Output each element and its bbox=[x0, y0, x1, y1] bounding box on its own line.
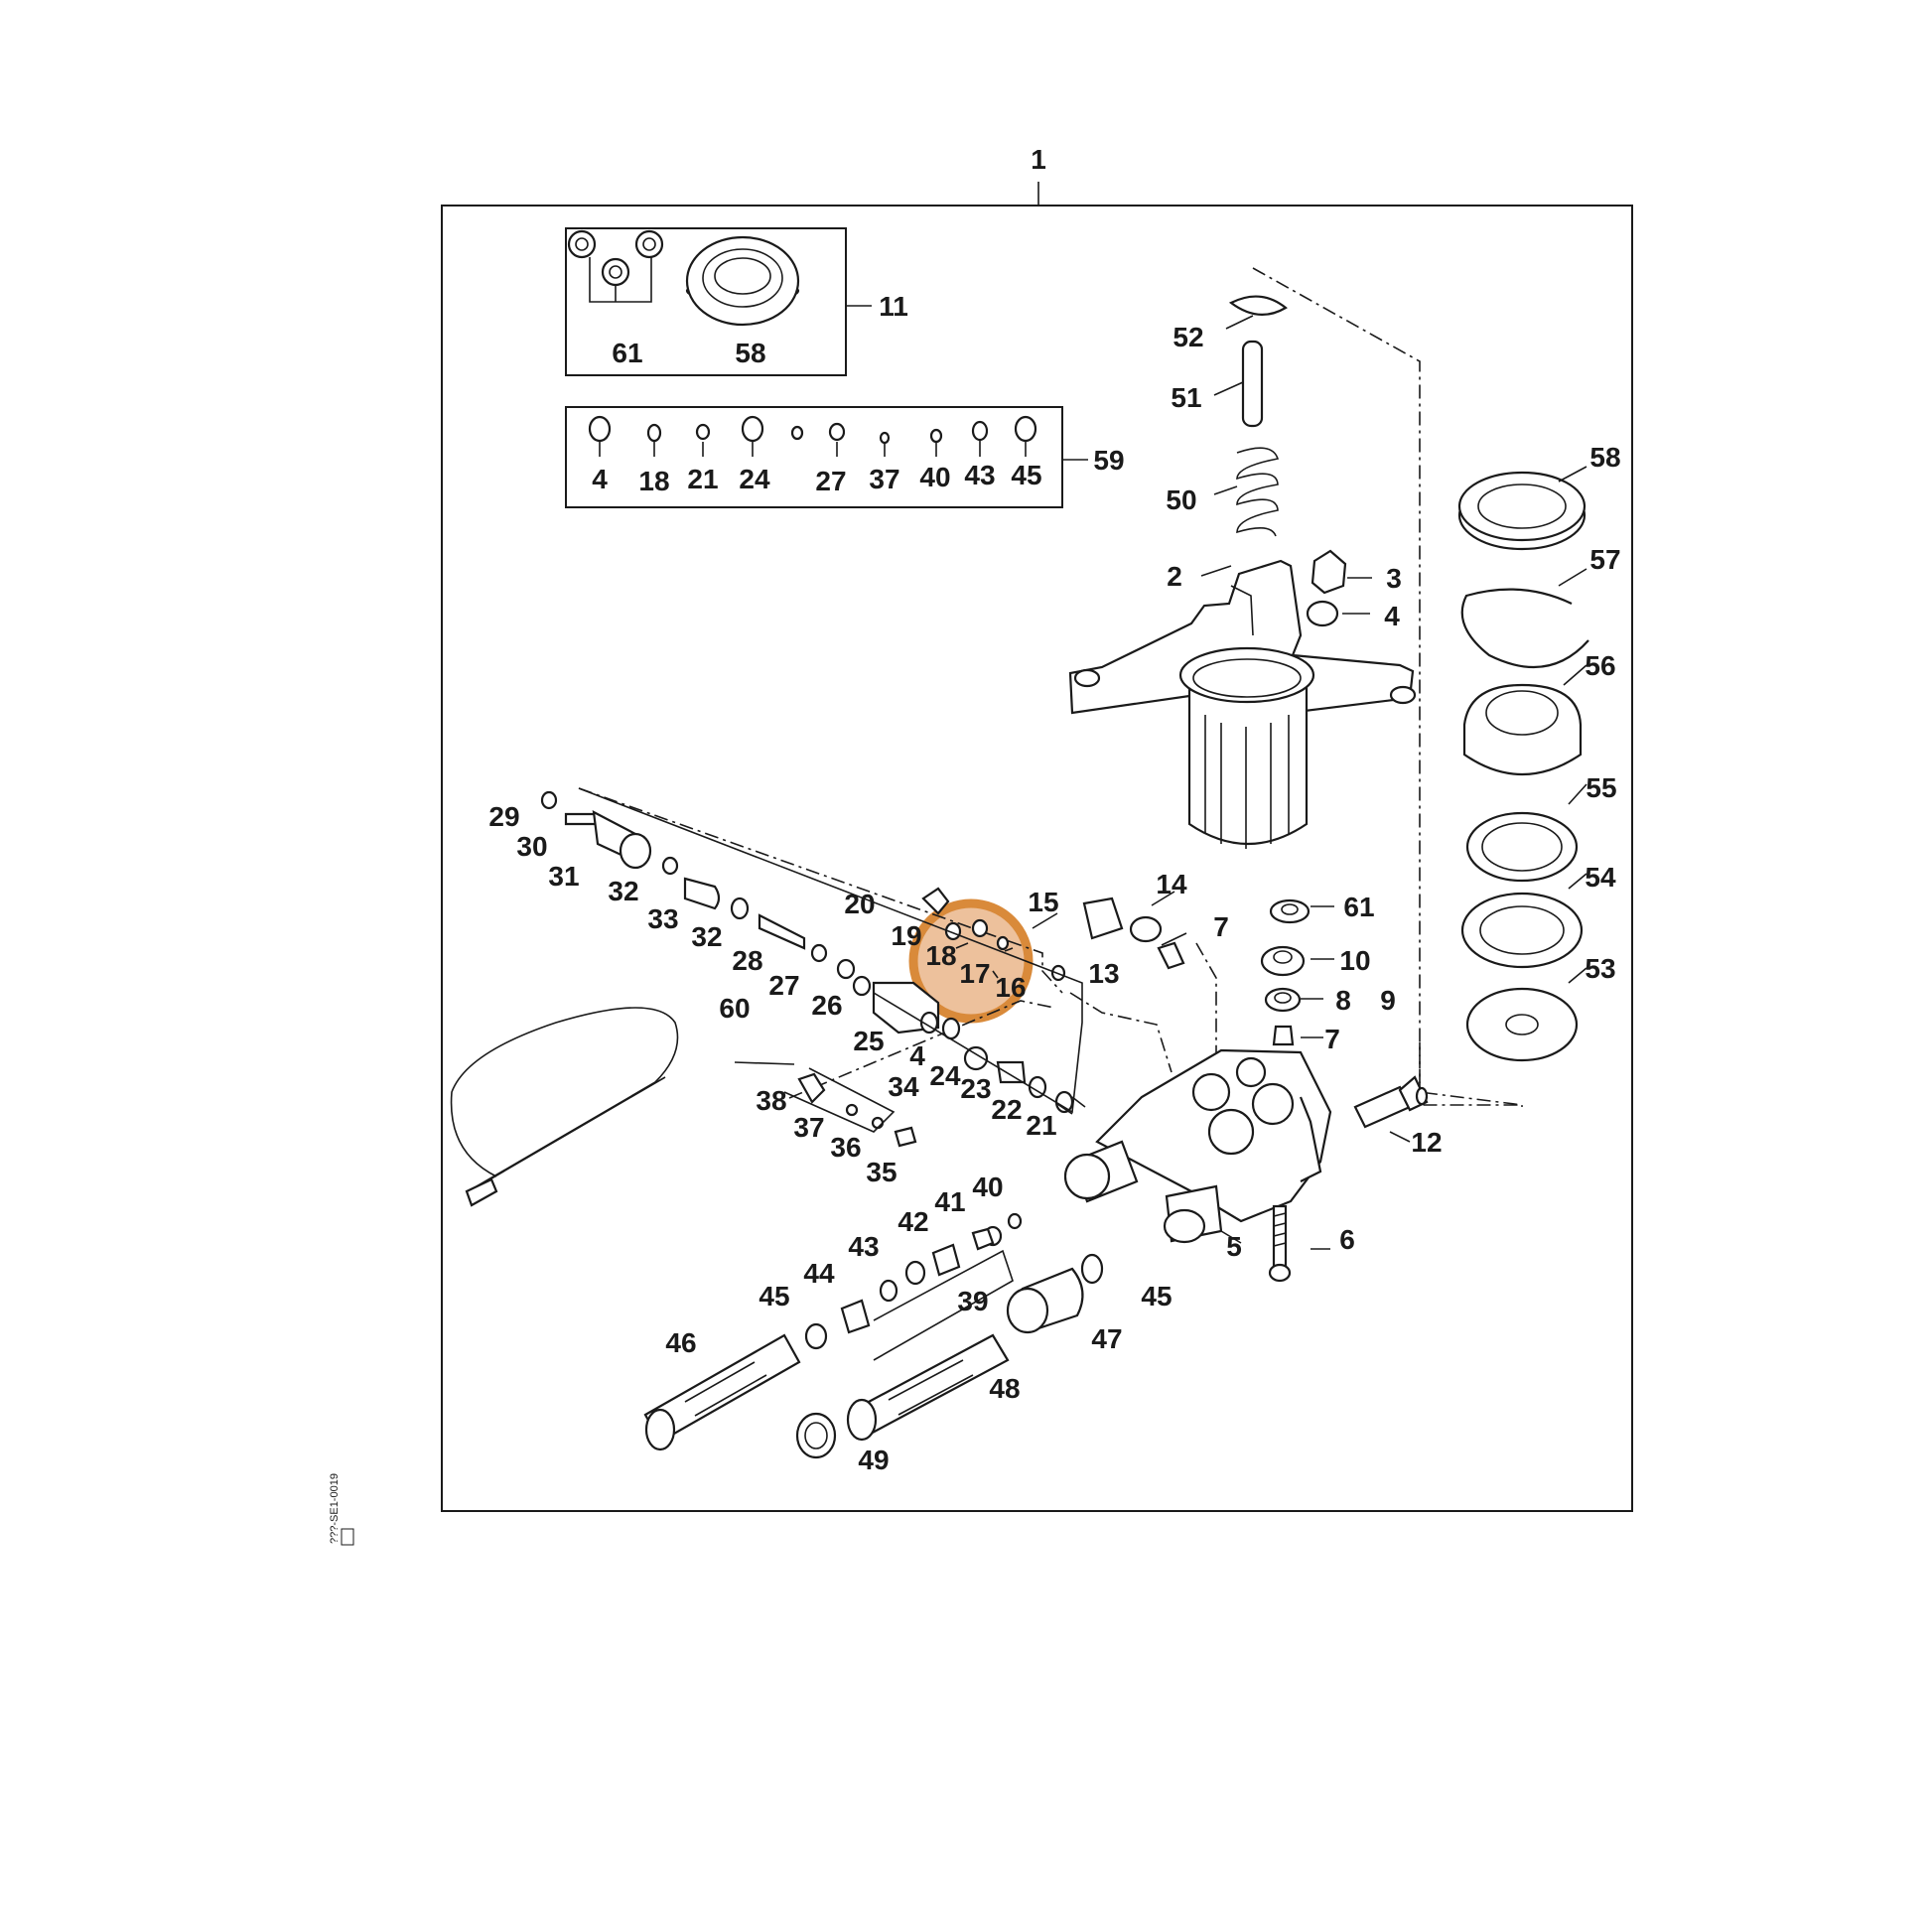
callout-16: 16 bbox=[995, 972, 1026, 1003]
callout-50: 50 bbox=[1166, 484, 1196, 515]
callout-60: 60 bbox=[719, 993, 750, 1024]
callout-18: 18 bbox=[638, 466, 669, 496]
manifold-head-icon bbox=[1063, 1048, 1332, 1244]
callout-32b: 32 bbox=[691, 921, 722, 952]
callout-5: 5 bbox=[1226, 1231, 1242, 1262]
callout-27: 27 bbox=[815, 466, 846, 496]
highlight-marker[interactable] bbox=[908, 898, 1034, 1024]
callout-10: 10 bbox=[1339, 945, 1370, 976]
callout-24b: 24 bbox=[929, 1060, 961, 1091]
plug-fitting-icon bbox=[1306, 549, 1347, 627]
callout-30: 30 bbox=[516, 831, 547, 862]
callout-19: 19 bbox=[891, 920, 921, 951]
assembly-frame bbox=[441, 205, 1633, 1512]
callout-45c: 45 bbox=[1141, 1281, 1172, 1311]
callout-7b: 7 bbox=[1213, 911, 1229, 942]
callout-28: 28 bbox=[732, 945, 762, 976]
head-bolt-icon bbox=[1268, 1204, 1292, 1283]
callout-52: 52 bbox=[1173, 322, 1203, 352]
callout-26: 26 bbox=[811, 990, 842, 1021]
callout-53: 53 bbox=[1585, 953, 1615, 984]
callout-61b: 61 bbox=[1343, 892, 1374, 922]
callout-45: 45 bbox=[1011, 460, 1041, 490]
callout-4c: 4 bbox=[909, 1040, 925, 1071]
callout-35: 35 bbox=[866, 1157, 897, 1187]
check-valve-seals-icon bbox=[1082, 897, 1311, 1046]
document-code-text: ???-SE1-0019 bbox=[329, 1473, 341, 1544]
callout-13: 13 bbox=[1088, 958, 1119, 989]
callout-14: 14 bbox=[1156, 869, 1187, 899]
callout-51: 51 bbox=[1171, 382, 1201, 413]
callout-9: 9 bbox=[1380, 985, 1396, 1016]
callout-55: 55 bbox=[1586, 772, 1616, 803]
callout-45b: 45 bbox=[759, 1281, 789, 1311]
callout-37: 37 bbox=[869, 464, 899, 494]
callout-57: 57 bbox=[1589, 544, 1620, 575]
document-code: ???-SE1-0019 bbox=[329, 1473, 354, 1546]
filter-assembly-icon bbox=[643, 1212, 1104, 1459]
callout-24: 24 bbox=[739, 464, 770, 494]
callout-43: 43 bbox=[964, 460, 995, 490]
unloader-valve-parts-icon bbox=[540, 787, 1083, 1114]
callout-36: 36 bbox=[830, 1132, 861, 1163]
callout-49: 49 bbox=[858, 1445, 889, 1475]
oring-kit-box[interactable] bbox=[565, 406, 1063, 508]
callout-12: 12 bbox=[1411, 1127, 1442, 1158]
callout-23: 23 bbox=[960, 1073, 991, 1104]
callout-27b: 27 bbox=[768, 970, 799, 1001]
callout-40b: 40 bbox=[972, 1172, 1003, 1202]
callout-4: 4 bbox=[592, 464, 608, 494]
callout-33: 33 bbox=[647, 903, 678, 934]
callout-40: 40 bbox=[919, 462, 950, 492]
callout-8: 8 bbox=[1335, 985, 1351, 1016]
callout-56: 56 bbox=[1585, 650, 1615, 681]
bearing-stack-icon bbox=[1457, 471, 1589, 1062]
callout-39: 39 bbox=[957, 1286, 988, 1316]
callout-59: 59 bbox=[1093, 445, 1124, 476]
callout-37b: 37 bbox=[793, 1112, 824, 1143]
callout-15: 15 bbox=[1028, 887, 1058, 917]
callout-11: 11 bbox=[879, 291, 908, 322]
callout-3: 3 bbox=[1386, 563, 1402, 594]
callout-58: 58 bbox=[735, 338, 765, 368]
callout-61: 61 bbox=[612, 338, 642, 368]
callout-1: 1 bbox=[1031, 144, 1046, 175]
callout-4b: 4 bbox=[1384, 601, 1400, 631]
crankcase-housing-icon bbox=[1068, 559, 1417, 849]
callout-42: 42 bbox=[897, 1206, 928, 1237]
callout-25: 25 bbox=[853, 1026, 884, 1056]
callout-38: 38 bbox=[756, 1085, 786, 1116]
callout-2: 2 bbox=[1167, 561, 1182, 592]
callout-labels[interactable]: 1 11 61 58 4 18 21 24 27 37 40 43 45 59 … bbox=[488, 144, 1620, 1475]
callout-46: 46 bbox=[665, 1327, 696, 1358]
callout-48: 48 bbox=[989, 1373, 1020, 1404]
injector-parts-icon bbox=[783, 1067, 917, 1148]
callout-43b: 43 bbox=[848, 1231, 879, 1262]
callout-47: 47 bbox=[1091, 1323, 1122, 1354]
callout-6: 6 bbox=[1339, 1224, 1355, 1255]
seal-kit-seals-icon bbox=[567, 229, 800, 327]
callout-20: 20 bbox=[844, 889, 875, 919]
callout-29: 29 bbox=[488, 801, 519, 832]
callout-31: 31 bbox=[548, 861, 579, 892]
callout-44: 44 bbox=[803, 1258, 835, 1289]
callout-7a: 7 bbox=[1324, 1024, 1340, 1054]
callout-34: 34 bbox=[888, 1071, 919, 1102]
callout-41: 41 bbox=[934, 1186, 965, 1217]
callout-18b: 18 bbox=[925, 940, 956, 971]
callout-22: 22 bbox=[991, 1094, 1022, 1125]
callout-58b: 58 bbox=[1589, 442, 1620, 473]
callout-54: 54 bbox=[1585, 862, 1616, 893]
piston-spring-icon bbox=[1228, 295, 1288, 537]
callout-21: 21 bbox=[687, 464, 718, 494]
callout-32: 32 bbox=[608, 876, 638, 906]
callout-21b: 21 bbox=[1026, 1110, 1056, 1141]
callout-17: 17 bbox=[959, 958, 990, 989]
unloader-fitting-icon bbox=[1353, 1075, 1429, 1129]
seal-kit-box[interactable] bbox=[565, 227, 847, 376]
oring-kit-rings-icon bbox=[588, 415, 1037, 457]
detergent-hose-icon bbox=[450, 1007, 795, 1207]
